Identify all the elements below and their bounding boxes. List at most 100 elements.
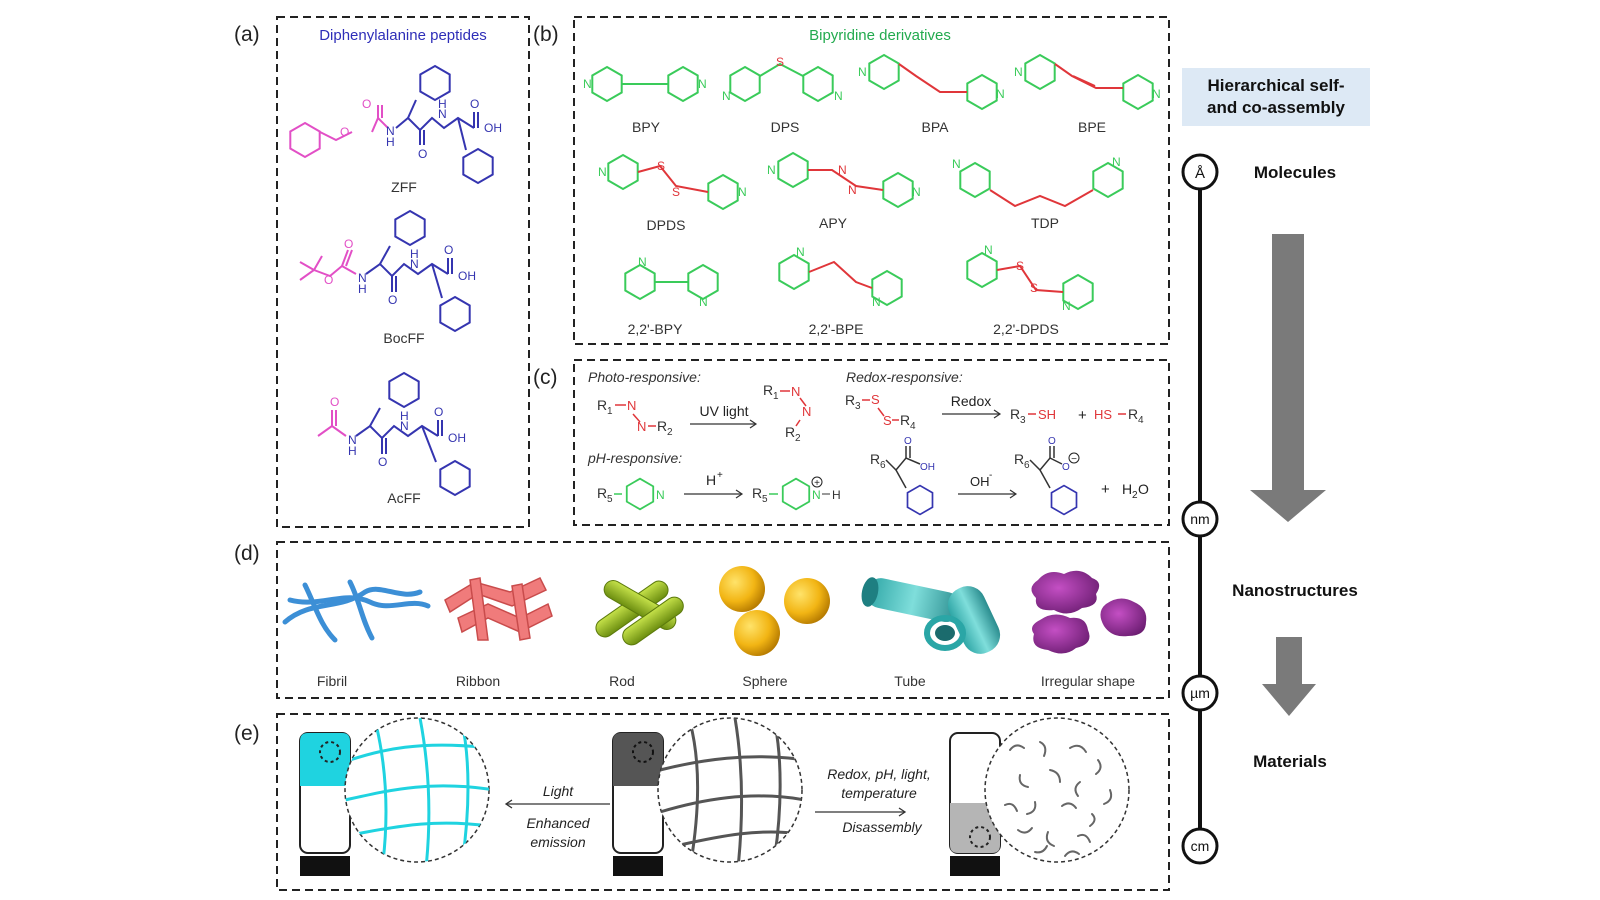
hierarchy-header-bg (1182, 68, 1370, 126)
apy-n1: N (767, 163, 776, 177)
zff-n1: N (386, 124, 395, 138)
scale-node-nm: nm (1181, 500, 1219, 538)
light-label: Light (543, 783, 574, 799)
dpds-s2: S (672, 185, 680, 199)
node-label-angstrom: Å (1195, 165, 1205, 182)
oh-minus-sup: - (989, 470, 992, 481)
stimuli-label-1: Redox, pH, light, (827, 766, 931, 782)
label-22bpy: 2,2'-BPY (628, 321, 683, 337)
redox-label: Redox (951, 393, 991, 409)
bpy-n1: N (583, 77, 592, 91)
dpds-n1: N (598, 165, 607, 179)
ph-r5: R (597, 485, 607, 501)
hierarchy-header-2: and co-assembly (1207, 98, 1345, 117)
disassembly-label: Disassembly (842, 819, 922, 835)
ph-responsive-title: pH-responsive: (587, 450, 682, 466)
ph-p-charge: + (814, 478, 820, 489)
redox-hs: HS (1094, 407, 1112, 422)
bocff-o2: O (324, 273, 333, 287)
photo-p-r1: R (763, 382, 773, 398)
ph-n: N (656, 488, 665, 502)
base-reaction: R 6 O OH OH - R 6 O O − + H 2 O (870, 436, 1149, 516)
bocff-h2: H (410, 247, 419, 261)
zff-h1: H (386, 135, 395, 149)
photo-n2: N (637, 419, 646, 434)
redox-p-r4: R (1128, 406, 1138, 422)
panel-label-d: (d) (234, 542, 260, 565)
ribbon-image (444, 577, 553, 641)
panel-a-title: Diphenylalanine peptides (319, 27, 487, 44)
stage-nanostructures: Nanostructures (1232, 581, 1358, 600)
panel-label-e: (e) (234, 722, 260, 745)
label-tdp: TDP (1031, 215, 1059, 231)
zff-n2: N (438, 107, 447, 121)
photo-p-n2: N (802, 404, 811, 419)
vial-dissolved (949, 732, 1001, 876)
label-sphere: Sphere (742, 673, 787, 689)
stimuli-label-2: temperature (841, 785, 917, 801)
rod-image (595, 580, 684, 646)
vial-emissive-gel (299, 732, 351, 876)
bocff-o4: O (444, 243, 453, 257)
node-label-um: µm (1190, 685, 1210, 701)
fragments-dissolved (984, 717, 1130, 863)
apy-n4: N (912, 185, 921, 199)
acff-label: AcFF (387, 490, 420, 506)
bpy22-n1: N (638, 255, 647, 269)
bocff-n1: N (358, 271, 367, 285)
acff-h2: H (400, 409, 409, 423)
tube-image (861, 577, 1001, 654)
emission-label: emission (530, 834, 585, 850)
photo-r2: R (657, 418, 667, 434)
enhanced-label: Enhanced (526, 815, 590, 831)
redox-r4: R (900, 412, 910, 428)
label-fibril: Fibril (317, 673, 347, 689)
redox-responsive-title: Redox-responsive: (846, 369, 963, 385)
acff-n2: N (400, 419, 409, 433)
panel-b-box (573, 16, 1170, 345)
redox-r3: R (845, 392, 855, 408)
big-down-arrow (1250, 234, 1326, 522)
label-bpa: BPA (922, 119, 950, 135)
apy-n3: N (848, 183, 857, 197)
light-arrow (504, 799, 610, 809)
dpds22-n2: N (1062, 299, 1071, 313)
zff-label: ZFF (391, 179, 417, 195)
bipyridine-atoms: N N N S N N N N N N S S N N N N N N N N … (583, 55, 1161, 313)
redox-plus: + (1078, 407, 1087, 424)
bpe-n2: N (1152, 87, 1161, 101)
dpds-n2: N (738, 185, 747, 199)
label-22bpe: 2,2'-BPE (809, 321, 864, 337)
ph-p-n: N (812, 488, 821, 502)
panel-label-b: (b) (533, 23, 559, 46)
redox-r3-sub: 3 (855, 401, 861, 412)
node-label-cm: cm (1191, 838, 1210, 854)
bocff-oh: OH (458, 269, 476, 283)
bocff-label: BocFF (383, 330, 424, 346)
label-tube: Tube (894, 673, 926, 689)
ph-p-r5-sub: 5 (762, 494, 768, 505)
panel-label-a: (a) (234, 23, 260, 46)
photo-r1: R (597, 397, 607, 413)
uv-light-label: UV light (699, 403, 748, 419)
dps-s: S (776, 55, 784, 69)
ph-p-h: H (832, 488, 841, 502)
redox-s2: S (883, 413, 892, 428)
redox-reaction: R 3 S S R 4 Redox R 3 SH + HS R 4 (845, 392, 1144, 432)
ph-reaction: R 5 N H + R 5 N + H (597, 470, 841, 511)
base-p-o2: O (1062, 462, 1070, 473)
acff-o1: O (330, 395, 339, 409)
zff-o4: O (470, 97, 479, 111)
zff-h2: H (438, 97, 447, 111)
label-irregular: Irregular shape (1041, 673, 1135, 689)
label-rod: Rod (609, 673, 635, 689)
bpe22-n2: N (872, 295, 881, 309)
hierarchy-header-1: Hierarchical self- (1207, 76, 1344, 95)
network-emissive (344, 717, 490, 863)
photo-responsive-title: Photo-responsive: (588, 369, 701, 385)
redox-p-r3: R (1010, 406, 1020, 422)
base-r6-sub: 6 (880, 460, 886, 471)
zff-structure: O O N H N H O O OH (289, 65, 502, 184)
water-o: O (1138, 481, 1149, 497)
base-p-o1: O (1048, 436, 1056, 447)
